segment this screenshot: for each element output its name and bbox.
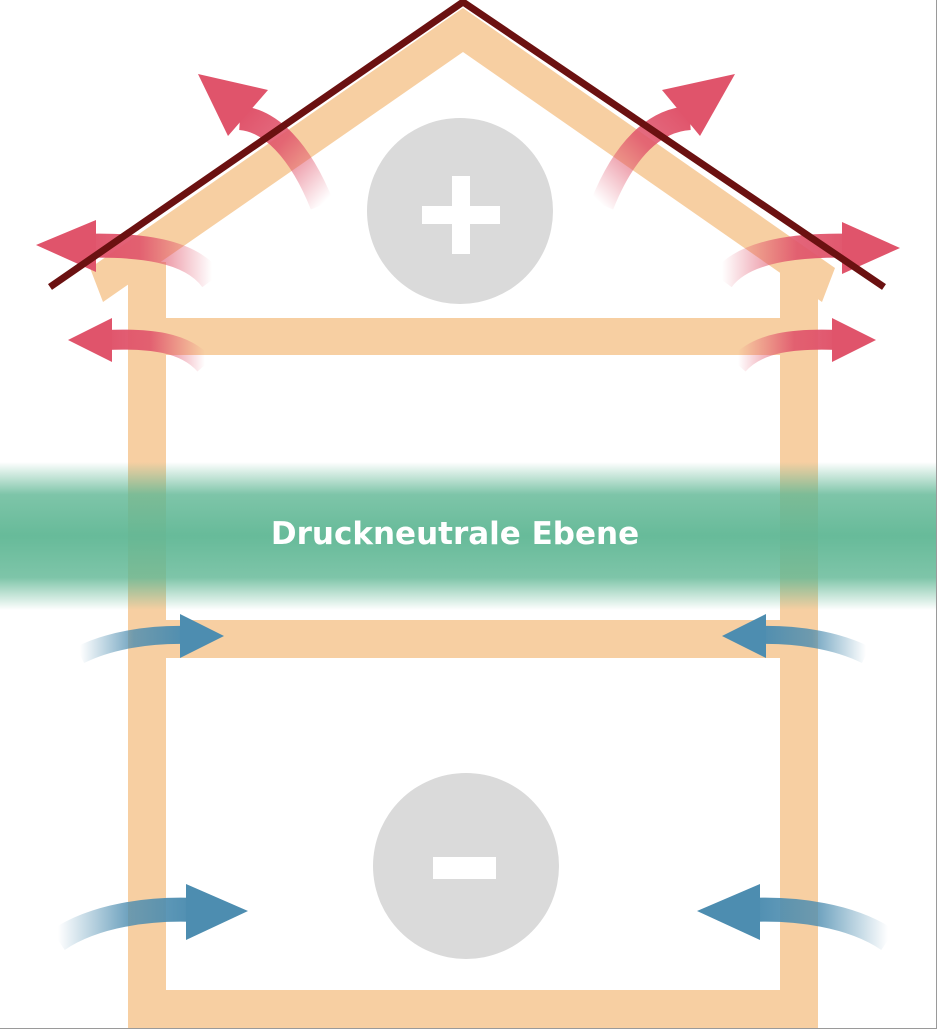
inflow-arrow-icon	[697, 884, 895, 951]
outflow-arrow-icon	[36, 220, 222, 288]
underpressure-zone	[373, 773, 559, 959]
outflow-arrow-icon	[68, 318, 213, 373]
outflow-arrow-icon	[712, 222, 900, 288]
outflow-arrow-icon	[590, 74, 735, 210]
neutral-plane-band	[0, 462, 937, 610]
attic-floor	[128, 318, 818, 355]
neutral-plane: Druckneutrale Ebene	[0, 462, 937, 610]
plus-icon	[422, 176, 500, 254]
middle-floor	[128, 620, 818, 658]
inflow-arrows	[51, 614, 895, 951]
inflow-arrow-icon	[51, 884, 248, 951]
outflow-arrow-icon	[198, 74, 334, 210]
roof-outline	[48, 0, 886, 290]
inflow-arrow-icon	[722, 614, 871, 664]
neutral-plane-label: Druckneutrale Ebene	[271, 516, 639, 552]
overpressure-zone	[367, 118, 553, 304]
outflow-arrow-icon	[730, 318, 876, 373]
inflow-arrow-icon	[75, 614, 224, 664]
ground-floor	[128, 990, 818, 1029]
outflow-arrows	[36, 74, 900, 373]
minus-icon	[433, 857, 496, 879]
